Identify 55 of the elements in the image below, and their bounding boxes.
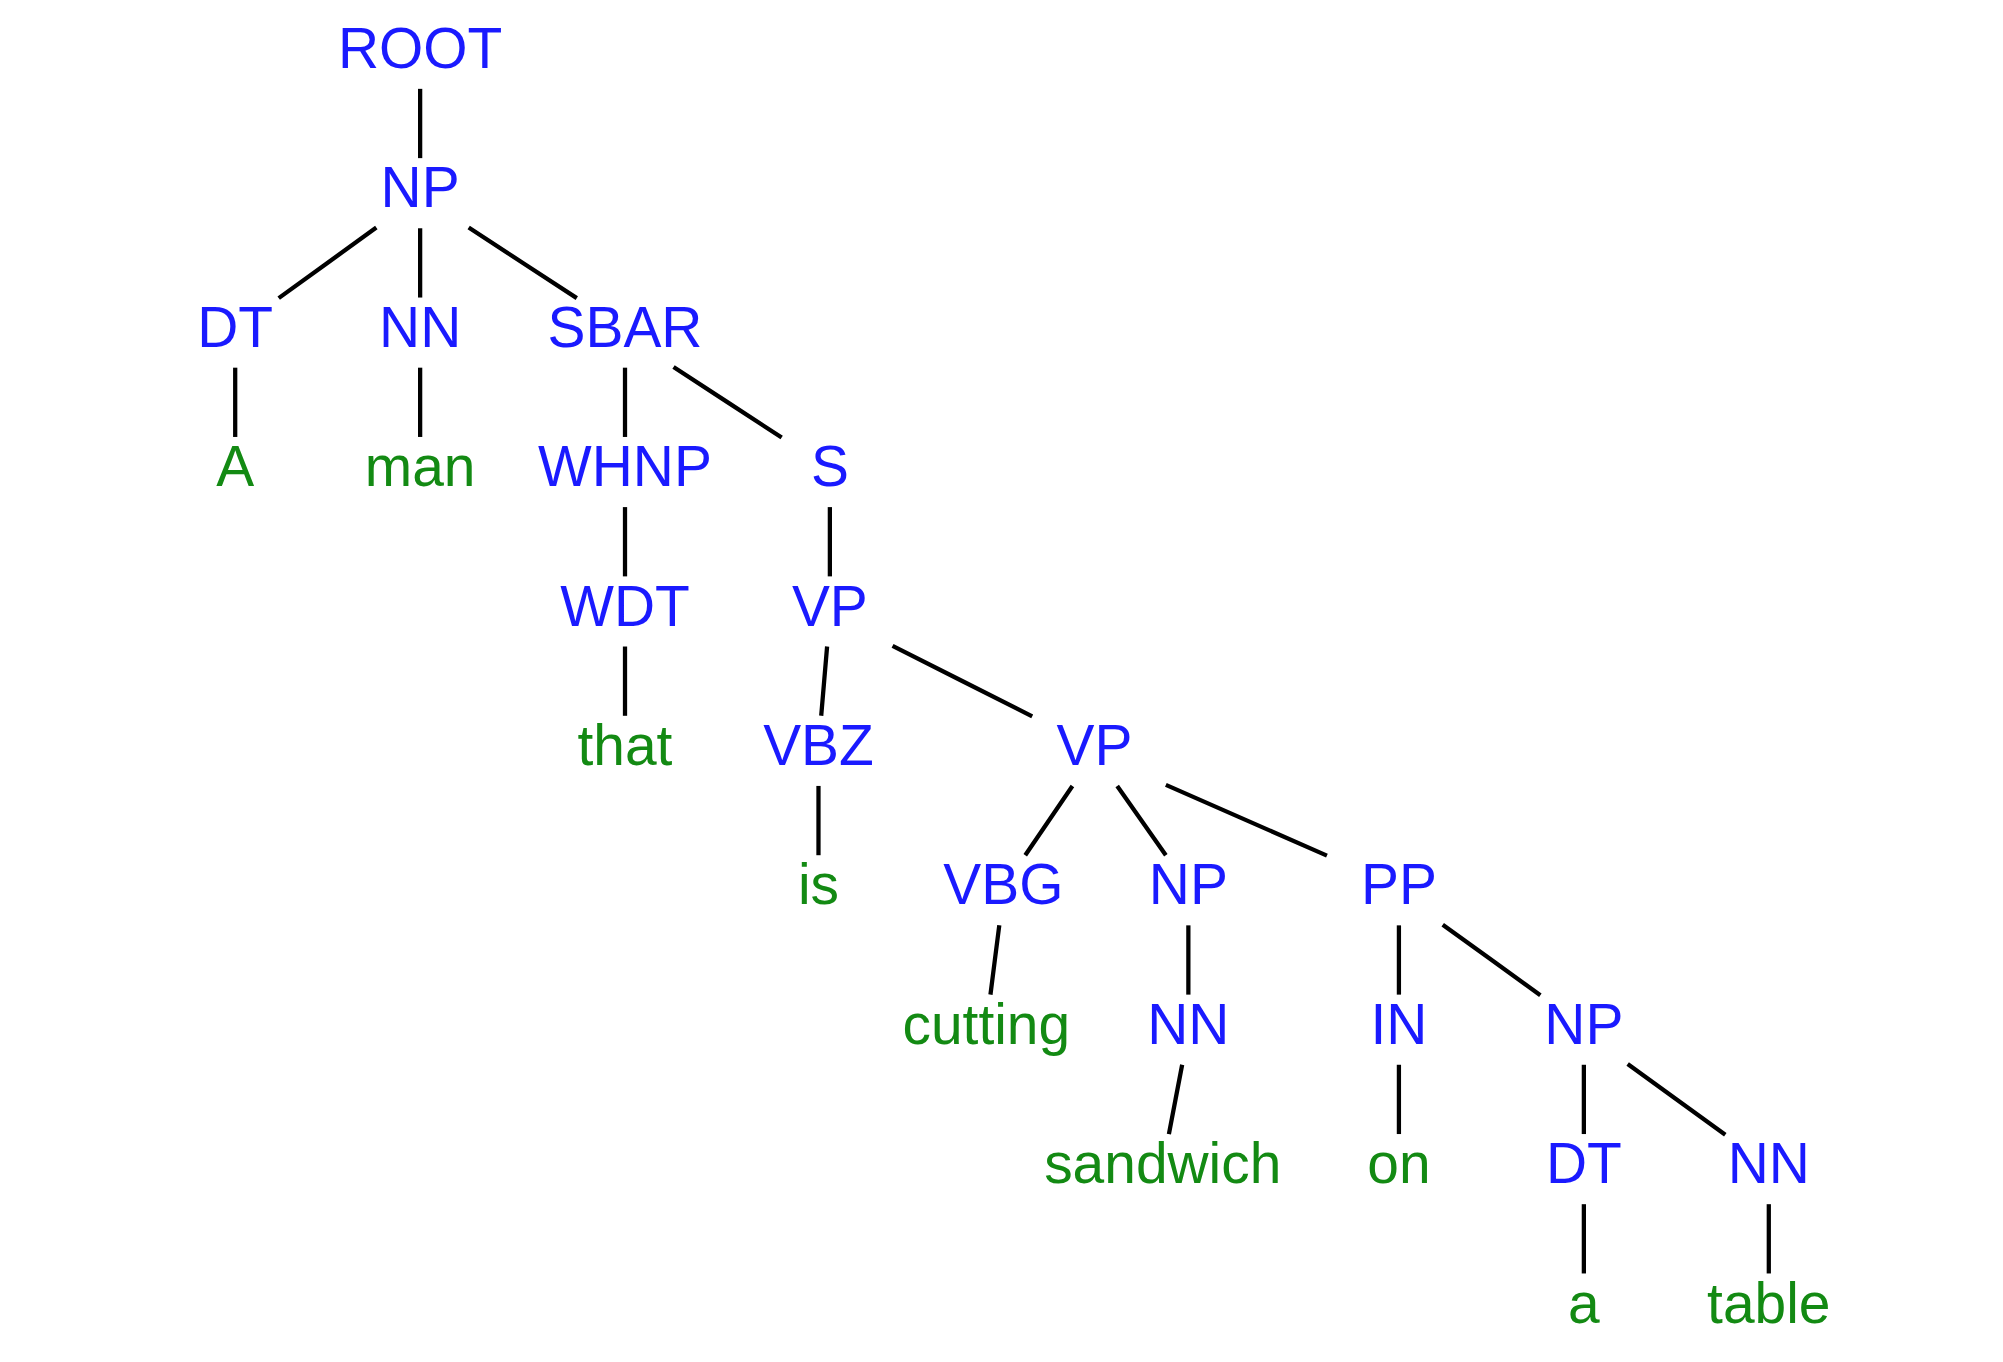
connector <box>1625 1062 1727 1137</box>
node-text: VP <box>791 573 868 638</box>
connector <box>891 643 1033 719</box>
connector <box>1023 784 1074 857</box>
node-text: PP <box>1360 852 1437 917</box>
node-text: a <box>1567 1270 1600 1335</box>
node-text: WHNP <box>537 434 712 499</box>
node-text: sandwich <box>1043 1131 1281 1196</box>
connector <box>827 507 832 577</box>
connector <box>1766 1204 1771 1274</box>
connector <box>467 225 578 300</box>
node-text: IN <box>1369 991 1427 1056</box>
connector <box>417 228 422 298</box>
node-text: NP <box>1543 991 1623 1056</box>
node-text: VBG <box>942 852 1063 917</box>
node-text: man <box>364 434 475 499</box>
node-text: NN <box>378 294 461 359</box>
connector <box>1440 922 1542 997</box>
node-text: SBAR <box>547 294 702 359</box>
connector <box>622 507 627 577</box>
node-text: VBZ <box>762 712 874 777</box>
connector <box>1114 784 1168 857</box>
node-text: on <box>1366 1131 1431 1196</box>
node-text: table <box>1706 1270 1830 1335</box>
node-text: NP <box>1148 852 1228 917</box>
connector <box>622 646 627 716</box>
connector <box>1164 782 1328 858</box>
connector <box>417 367 422 437</box>
node-text: A <box>215 434 254 499</box>
node-text: NN <box>1146 991 1229 1056</box>
node-text: WDT <box>559 573 690 638</box>
node-text: is <box>797 852 839 917</box>
node-text: DT <box>1545 1131 1622 1196</box>
node-text: ROOT <box>337 15 502 80</box>
connector <box>815 785 821 856</box>
node-text: NP <box>380 155 460 220</box>
connector <box>276 225 378 300</box>
connector <box>1581 1204 1586 1274</box>
connector <box>987 925 1001 995</box>
connector <box>818 646 829 716</box>
node-text: VP <box>1056 712 1132 777</box>
node-text: S <box>810 434 849 499</box>
connector <box>1166 1064 1184 1135</box>
connector <box>1185 925 1190 995</box>
connector <box>1396 925 1401 995</box>
connector <box>232 367 237 437</box>
node-text: cutting <box>902 991 1070 1056</box>
node-text: DT <box>196 294 273 359</box>
connector <box>417 88 422 159</box>
connector <box>1396 1064 1401 1135</box>
connector <box>1581 1064 1586 1135</box>
connector <box>622 367 627 437</box>
node-text: that <box>577 712 672 777</box>
connector <box>671 365 783 440</box>
node-text: NN <box>1727 1131 1810 1196</box>
